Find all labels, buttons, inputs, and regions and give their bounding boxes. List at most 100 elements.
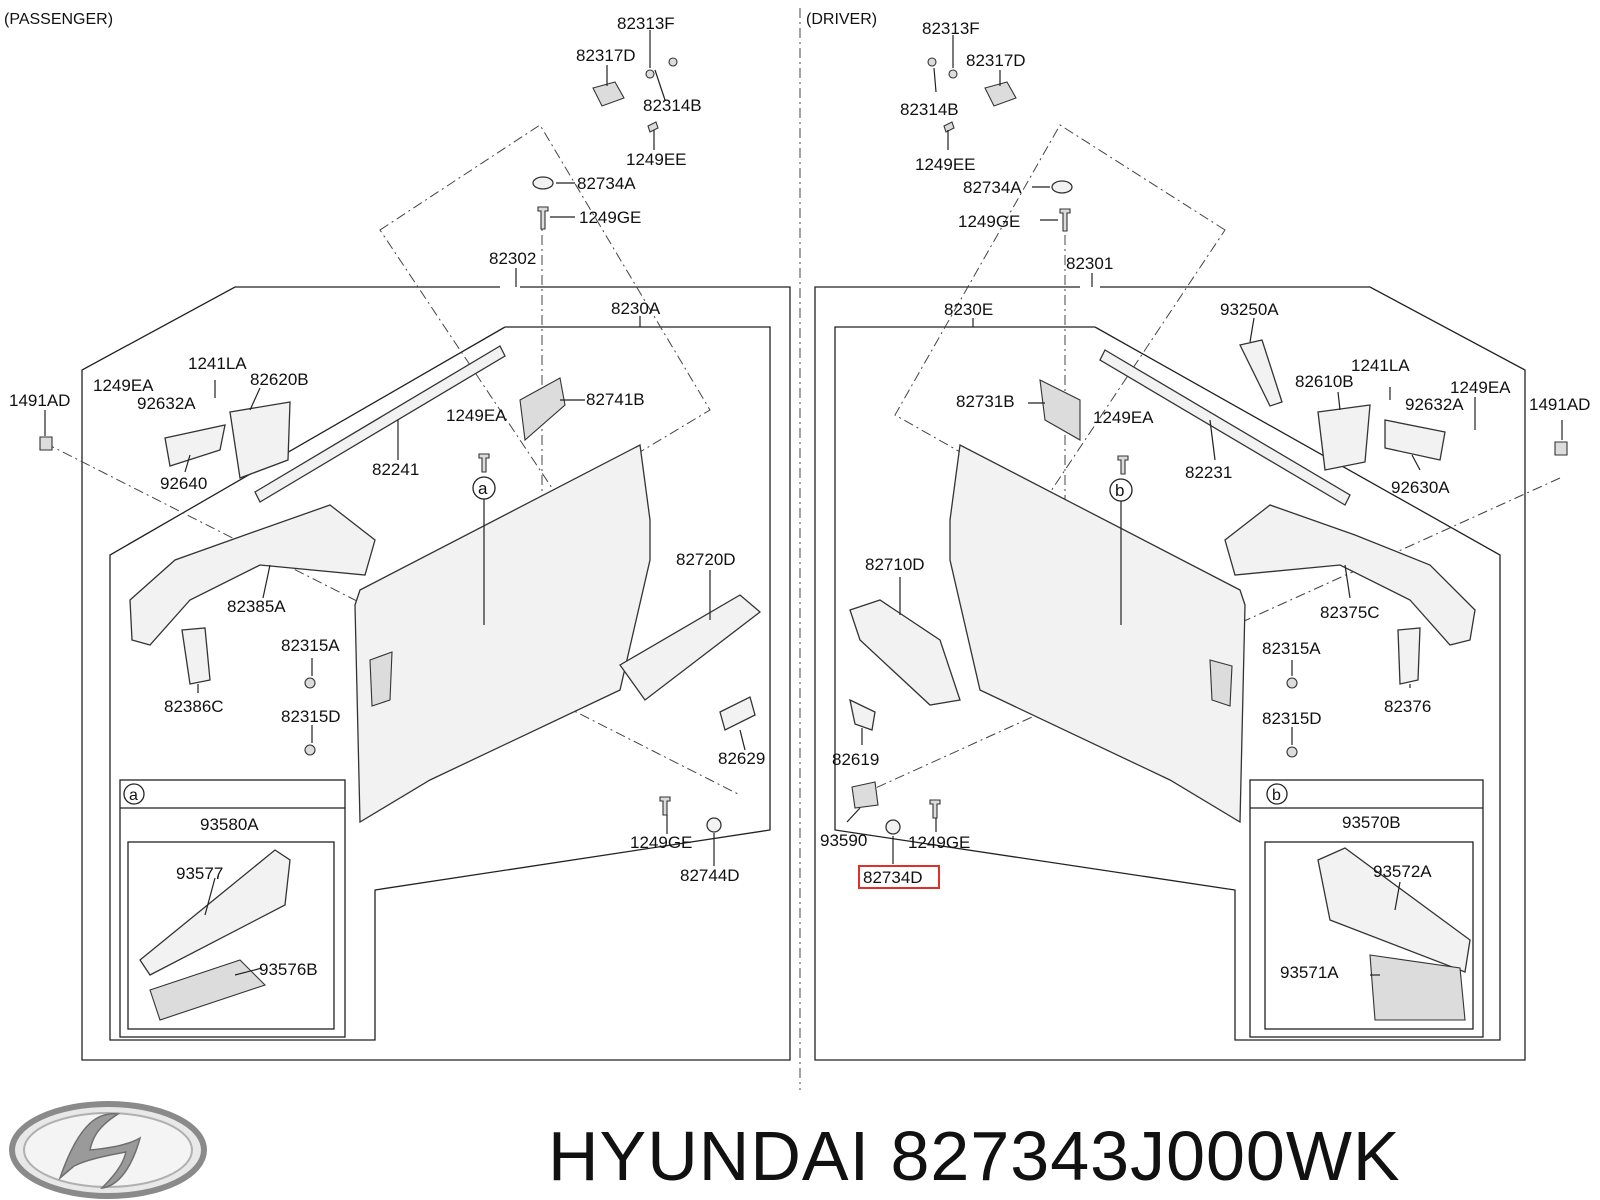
label-93571A: 93571A	[1280, 963, 1339, 982]
label-82231: 82231	[1185, 463, 1232, 482]
label-82315D: 82315D	[1262, 709, 1322, 728]
label-82734A: 82734A	[963, 178, 1022, 197]
hyundai-logo	[9, 1101, 207, 1199]
label-93590: 93590	[820, 831, 867, 850]
label-82302: 82302	[489, 249, 536, 268]
driver-leaders	[846, 35, 1563, 976]
passenger-screw-1249EA	[478, 453, 490, 473]
label-93580A: 93580A	[200, 815, 259, 834]
label-1249EE: 1249EE	[626, 150, 687, 169]
label-1249EA-left: 1249EA	[93, 376, 154, 395]
passenger-bracket	[592, 81, 625, 107]
passenger-handle-82620B	[229, 401, 291, 479]
label-92632A: 92632A	[137, 394, 196, 413]
driver-switch-93571A	[1369, 954, 1466, 1021]
label-93250A: 93250A	[1220, 300, 1279, 319]
passenger-switch-93576B	[149, 959, 267, 1021]
label-82317D: 82317D	[966, 51, 1026, 70]
passenger-clip-1491AD	[39, 436, 53, 451]
passenger-pocket	[369, 651, 393, 707]
driver-cap-82734D	[885, 819, 901, 835]
driver-handle-82610B	[1317, 404, 1371, 471]
label-1249EA-mid: 1249EA	[1093, 408, 1154, 427]
label-1249GE-top: 1249GE	[958, 212, 1020, 231]
label-82314B: 82314B	[900, 100, 959, 119]
callout-a-label: a	[478, 479, 488, 498]
callout-b-label: b	[1115, 481, 1124, 500]
label-82629: 82629	[718, 749, 765, 768]
label-1249EE: 1249EE	[915, 155, 976, 174]
passenger-section: (PASSENGER)	[4, 11, 791, 1061]
label-93570B: 93570B	[1342, 813, 1401, 832]
label-1249GE-bottom: 1249GE	[908, 833, 970, 852]
driver-handle-82376	[1397, 627, 1421, 685]
label-82710D: 82710D	[865, 555, 925, 574]
label-8230A: 8230A	[611, 299, 661, 318]
label-82386C: 82386C	[164, 697, 224, 716]
driver-pocket	[1209, 659, 1233, 707]
label-82620B: 82620B	[250, 370, 309, 389]
passenger-clip-82313F	[645, 69, 655, 79]
label-93577: 93577	[176, 864, 223, 883]
driver-lamp-93590	[851, 781, 879, 809]
label-82619: 82619	[832, 750, 879, 769]
driver-switch-92632A	[1384, 419, 1446, 461]
driver-clip-1491AD	[1554, 441, 1568, 456]
label-82741B: 82741B	[586, 390, 645, 409]
label-82313F: 82313F	[922, 19, 980, 38]
label-82610B: 82610B	[1295, 372, 1354, 391]
driver-outer-frame	[814, 286, 1526, 1061]
passenger-outer-frame	[81, 286, 791, 1061]
label-1249GE-bottom: 1249GE	[630, 833, 692, 852]
driver-bracket-82619	[849, 698, 876, 731]
highlight-box-82734D	[858, 865, 940, 889]
driver-screw-1249GE-bottom	[929, 799, 941, 819]
label-82731B: 82731B	[956, 392, 1015, 411]
label-82734D: 82734D	[863, 868, 923, 887]
label-1249EA-mid: 1249EA	[446, 406, 507, 425]
passenger-detail-box	[119, 779, 346, 1038]
passenger-grab-82741B	[519, 377, 566, 442]
label-82241: 82241	[372, 460, 419, 479]
driver-insert-82710D	[849, 599, 961, 706]
label-82744D: 82744D	[680, 866, 740, 885]
driver-dashed-envelope	[894, 124, 1226, 501]
detail-b-tag: b	[1272, 787, 1281, 804]
passenger-cap-82744D	[706, 817, 722, 833]
passenger-switch-bezel-93577	[139, 849, 291, 976]
driver-harness-93250A	[1239, 339, 1283, 407]
passenger-screw-1249GE	[537, 206, 549, 230]
label-82301: 82301	[1066, 254, 1113, 273]
driver-section: (DRIVER) b	[806, 11, 1590, 1061]
passenger-nut-82314B	[668, 57, 678, 67]
label-92640: 92640	[160, 474, 207, 493]
passenger-leaders	[44, 30, 746, 976]
passenger-screw-1249EE	[647, 121, 659, 133]
label-82315D: 82315D	[281, 707, 341, 726]
driver-armrest-82375C	[1224, 504, 1476, 646]
driver-screw-1249EE	[943, 121, 955, 133]
label-8230E: 8230E	[944, 300, 993, 319]
label-82313F: 82313F	[617, 14, 675, 33]
driver-screw-1249EA	[1117, 455, 1129, 475]
driver-strip-82231	[1099, 349, 1351, 506]
passenger-inner-frame	[109, 326, 771, 1041]
brand-part-number: HYUNDAI 827343J000WK	[548, 1117, 1401, 1195]
label-1241LA: 1241LA	[1351, 356, 1410, 375]
label-82314B: 82314B	[643, 96, 702, 115]
passenger-bracket-82629	[719, 696, 756, 731]
label-1491AD: 1491AD	[9, 391, 70, 410]
passenger-clip-82315D	[304, 744, 316, 756]
driver-clip-82315A	[1286, 677, 1298, 689]
passenger-section-label: (PASSENGER)	[4, 11, 113, 28]
label-82317D: 82317D	[576, 46, 636, 65]
passenger-door-trim	[354, 443, 651, 824]
label-82734A: 82734A	[577, 174, 636, 193]
label-92632A: 92632A	[1405, 395, 1464, 414]
driver-clip-82315D	[1286, 746, 1298, 758]
driver-screw-1249GE	[1059, 208, 1071, 232]
driver-door-trim	[949, 443, 1246, 824]
passenger-switch-92632A	[164, 424, 226, 467]
label-1249GE-top: 1249GE	[579, 208, 641, 227]
